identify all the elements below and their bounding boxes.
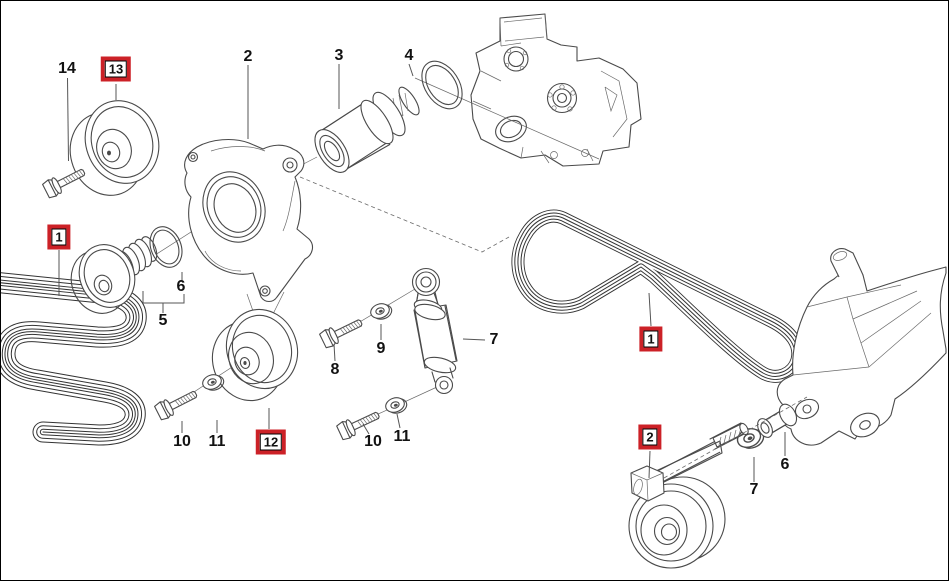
callout-leader-lines: [58, 63, 786, 482]
callout-number: 1: [51, 228, 67, 246]
deflection-pulley-part13: [69, 100, 160, 196]
callout-2: 2: [243, 48, 253, 65]
callout-10: 10: [173, 433, 191, 450]
callout-1-boxed: 1: [639, 326, 663, 352]
hex-bolt-part10-left: [153, 385, 201, 422]
callout-number: 2: [642, 428, 658, 446]
callout-5: 5: [158, 312, 168, 329]
callout-number: 13: [104, 60, 128, 78]
vibration-damper-part7: [411, 267, 458, 395]
callout-7: 7: [749, 481, 759, 498]
o-ring-part4: [421, 60, 463, 110]
callout-3: 3: [334, 47, 344, 64]
callout-13-boxed: 13: [100, 56, 132, 82]
tensioner-cylinder-part3: [314, 86, 420, 173]
o-ring-part6: [149, 226, 183, 268]
callout-8: 8: [330, 361, 340, 378]
tensioner-bracket-part2: [184, 138, 314, 303]
callout-11: 11: [393, 428, 411, 445]
sleeve-part6-right: [757, 403, 798, 438]
callout-4: 4: [404, 47, 414, 64]
washer-part11-left: [200, 371, 227, 394]
idler-pulley-part12: [211, 308, 299, 402]
callout-6: 6: [780, 456, 790, 473]
mounting-bracket-right: [776, 248, 947, 446]
callout-6: 6: [176, 278, 186, 295]
callout-number: 12: [259, 433, 283, 451]
engine-block-drawing: [470, 13, 642, 167]
callout-2-boxed: 2: [638, 424, 662, 450]
dashed-reference-lines: [299, 176, 808, 479]
callout-11: 11: [208, 433, 226, 450]
callout-7: 7: [489, 331, 499, 348]
callout-10: 10: [364, 433, 382, 450]
washer-part11-mid: [383, 394, 410, 417]
callout-14: 14: [58, 60, 76, 77]
hex-bolt-part8: [318, 313, 366, 350]
callout-12-boxed: 12: [255, 429, 287, 455]
belt-tensioner-part2-right: [628, 422, 749, 569]
hex-bolt-part14: [41, 163, 89, 200]
ribbed-belt-part1-right: [518, 216, 798, 376]
callout-number: 1: [643, 330, 659, 348]
callout-9: 9: [376, 340, 386, 357]
callout-1-boxed: 1: [47, 224, 71, 250]
